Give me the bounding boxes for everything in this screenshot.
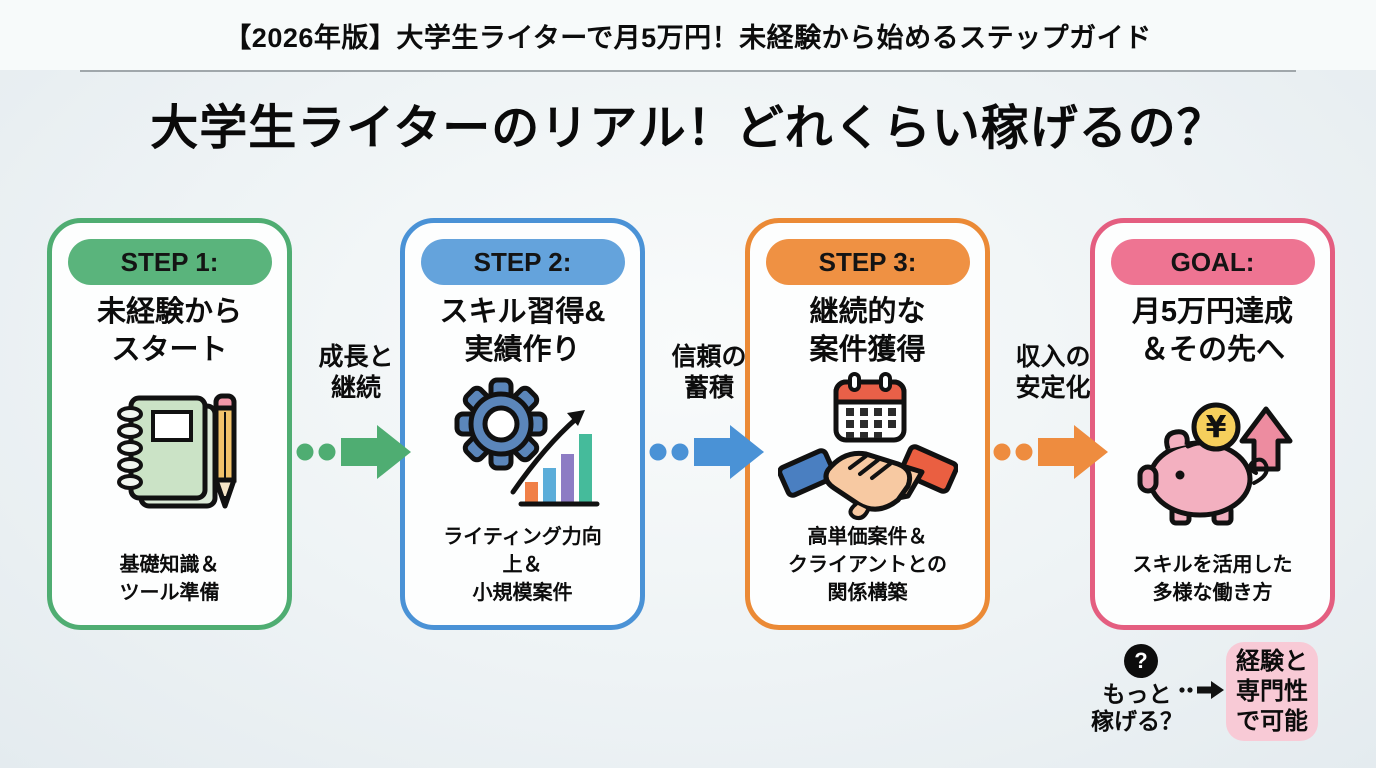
divider: [80, 70, 1296, 72]
gear-growth-chart-icon: [443, 369, 603, 523]
step-2-card: STEP 2: スキル習得& 実績作り ライティン: [400, 218, 645, 630]
footnote-question: もっと 稼げる？: [1091, 681, 1183, 735]
step-2-badge: STEP 2:: [420, 239, 625, 285]
piggy-bank-coin-icon: ¥: [1128, 369, 1298, 551]
step-1-card: STEP 1: 未経験から スタート 基礎知識＆ ツール準備: [47, 218, 292, 630]
question-mark-glyph: ?: [1134, 648, 1148, 673]
goal-card: GOAL: 月5万円達成 ＆その先へ ¥ スキルを活用した 多様な働き方: [1090, 218, 1335, 630]
connector-step3-goal: 収入の 安定化: [992, 342, 1114, 483]
footnote-answer-box: 経験と 専門性 で可能: [1226, 642, 1318, 741]
main-heading: 大学生ライターのリアル！どれくらい稼げるの？: [150, 102, 1226, 155]
goal-title: 月5万円達成 ＆その先へ: [1131, 296, 1294, 366]
step-2-description: ライティング力向 上＆ 小規模案件: [443, 526, 602, 604]
right-arrow-icon: [296, 424, 411, 479]
step-1-title: 未経験から スタート: [96, 296, 242, 366]
step-3-description: 高単価案件＆ クライアントとの 関係構築: [788, 526, 947, 604]
right-arrow-icon: [649, 424, 764, 479]
svg-text:¥: ¥: [1205, 410, 1226, 445]
page-title: 【2026年版】大学生ライターで月5万円！未経験から始めるステップガイド: [224, 22, 1152, 53]
calendar-handshake-icon: [777, 369, 958, 523]
connector-1-label: 成長と 継続: [318, 343, 394, 403]
connector-step1-step2: 成長と 継続: [295, 342, 417, 483]
step-1-description: 基礎知識＆ ツール準備: [119, 554, 220, 604]
goal-description: スキルを活用した 多様な働き方: [1132, 554, 1293, 604]
right-arrow-icon: [993, 424, 1108, 479]
step-3-card: STEP 3: 継続的な 案件獲得 高単価案件＆ クラ: [745, 218, 990, 630]
connector-step2-step3: 信頼の 蓄積: [648, 342, 770, 483]
step-3-badge: STEP 3:: [765, 239, 970, 285]
header-strip: 【2026年版】大学生ライターで月5万円！未経験から始めるステップガイド: [0, 0, 1376, 70]
question-mark-icon: ?: [1124, 644, 1158, 678]
goal-badge: GOAL:: [1110, 239, 1315, 285]
connector-2-label: 信頼の 蓄積: [671, 343, 747, 403]
notebook-pencil-icon: [95, 369, 245, 551]
dotted-arrow-icon: [1179, 681, 1224, 699]
step-2-title: スキル習得& 実績作り: [439, 296, 606, 366]
step-1-badge: STEP 1:: [67, 239, 272, 285]
step-3-title: 継続的な 案件獲得: [809, 296, 926, 366]
connector-3-label: 収入の 安定化: [1015, 343, 1091, 403]
